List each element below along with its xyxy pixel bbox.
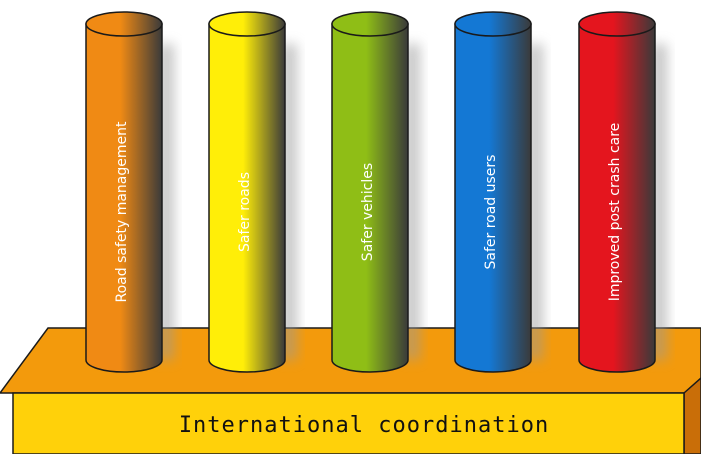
pillar-top: [208, 11, 286, 37]
pillar-top: [454, 11, 532, 37]
pillar-4: Safer road users: [454, 11, 543, 373]
pillar-top: [331, 11, 409, 37]
pillars-group: Road safety management Safer roads Safer v…: [85, 11, 667, 373]
pillar-label: Safer vehicles: [360, 163, 376, 261]
pillar-top: [85, 11, 163, 37]
base-label: International coordination: [179, 413, 549, 438]
pillar-2: Safer roads: [208, 11, 297, 373]
pillar-body: [208, 23, 286, 373]
pillar-body: [578, 23, 656, 373]
pillar-3: Safer vehicles: [331, 11, 420, 373]
pillar-body: [85, 23, 163, 373]
pillar-label: Safer roads: [237, 172, 253, 252]
pillar-5: Improved post crash care: [578, 11, 667, 373]
pillar-1: Road safety management: [85, 11, 174, 373]
pillar-body: [454, 23, 532, 373]
pillar-body: [331, 23, 409, 373]
base-front-face: [12, 392, 685, 454]
pillar-label: Improved post crash care: [607, 123, 623, 302]
pillar-label: Road safety management: [114, 121, 130, 303]
pillar-label: Safer road users: [483, 155, 499, 270]
pillar-top: [578, 11, 656, 37]
